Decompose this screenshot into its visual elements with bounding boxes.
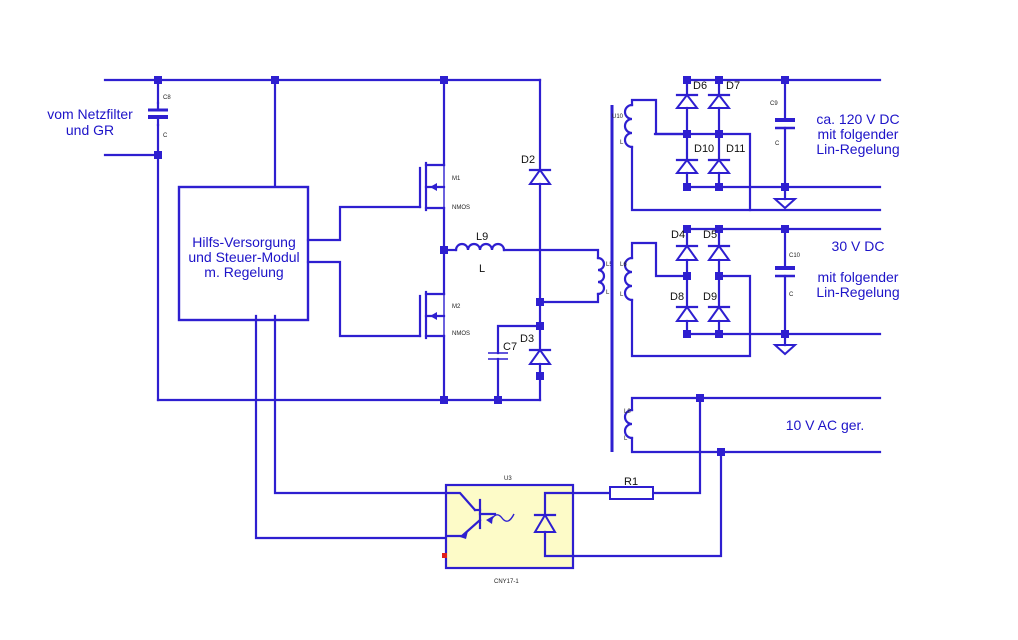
c10-value: C [789, 292, 794, 298]
input-wiring [103, 76, 542, 404]
c9-value: C [775, 141, 780, 147]
r1-label: R1 [624, 476, 638, 488]
capacitor-c7: C7 [488, 324, 542, 402]
mosfet-m1: M1 NMOS [424, 78, 470, 252]
d11-label: D11 [726, 143, 745, 155]
c9-label: C9 [770, 101, 778, 107]
u10-value: L [620, 140, 624, 146]
output-30v-label: 30 V DC mit folgender Lin-Regelung [816, 238, 899, 300]
u3-label: U3 [504, 476, 512, 482]
input-label: vom Netzfilter und GR [47, 106, 133, 138]
d2-label: D2 [521, 154, 535, 166]
transformer-secondary-l6: L6 L [620, 241, 752, 358]
output-120v-label: ca. 120 V DC mit folgender Lin-Regelung [816, 111, 899, 157]
l5-label: L5 [606, 262, 613, 268]
l9-label: L9 [476, 231, 488, 243]
c10-label: C10 [789, 253, 801, 259]
capacitor-c10: C10 C [772, 225, 801, 356]
optocoupler-u3: U3 CNY17-1 [442, 476, 575, 585]
mosfet-m2: M2 NMOS [424, 248, 470, 402]
l6-value: L [620, 292, 624, 298]
m1-type: NMOS [452, 205, 470, 211]
c7-label: C7 [503, 341, 517, 353]
l6-label: L6 [620, 262, 627, 268]
l9-value: L [479, 263, 485, 275]
diode-d2: D2 [521, 78, 552, 304]
module-label-line2: und Steuer-Modul [188, 249, 299, 265]
out120-line2: mit folgender [818, 126, 899, 142]
inductor-l9: L9 L [442, 231, 600, 275]
out30-line1: 30 V DC [832, 238, 885, 254]
out30-line3: Lin-Regelung [816, 284, 899, 300]
d5-label: D5 [703, 229, 717, 241]
u3-part: CNY17-1 [494, 579, 519, 585]
module-label-line3: m. Regelung [204, 264, 283, 280]
d9-label: D9 [703, 291, 717, 303]
out120-line3: Lin-Regelung [816, 141, 899, 157]
u10-label: U10 [612, 114, 624, 120]
out120-line1: ca. 120 V DC [816, 111, 899, 127]
resistor-r1: R1 [609, 476, 654, 500]
d4-label: D4 [671, 229, 685, 241]
m1-label: M1 [452, 176, 461, 182]
d7-label: D7 [726, 80, 740, 92]
c8-value: C [163, 133, 168, 139]
transformer-primary-l5: L5 L [596, 256, 613, 296]
d8-label: D8 [670, 291, 684, 303]
output-10v-label: 10 V AC ger. [786, 417, 865, 433]
input-label-line2: und GR [66, 122, 114, 138]
capacitor-c9: C9 C [770, 76, 798, 210]
d10-label: D10 [694, 143, 714, 155]
d6-label: D6 [693, 80, 707, 92]
bridge-120v: D6 D7 D10 D11 [653, 76, 882, 212]
control-module: Hilfs-Versorgung und Steuer-Modul m. Reg… [177, 185, 310, 322]
l5-value: L [606, 290, 610, 296]
module-label-line1: Hilfs-Versorgung [192, 234, 296, 250]
c8-label: C8 [163, 95, 171, 101]
m2-label: M2 [452, 304, 461, 310]
out30-line2: mit folgender [818, 269, 899, 285]
diode-d3: D3 [520, 300, 552, 402]
capacitor-c8: C8 C [148, 95, 171, 139]
gate-wiring [306, 166, 422, 338]
bridge-30v: D4 D5 D8 D9 [670, 225, 882, 338]
input-label-line1: vom Netzfilter [47, 106, 133, 122]
l8-value: L [624, 436, 628, 442]
feedback-wiring [254, 314, 723, 558]
l8-label: L8 [624, 409, 631, 415]
d3-label: D3 [520, 333, 534, 345]
m2-type: NMOS [452, 331, 470, 337]
